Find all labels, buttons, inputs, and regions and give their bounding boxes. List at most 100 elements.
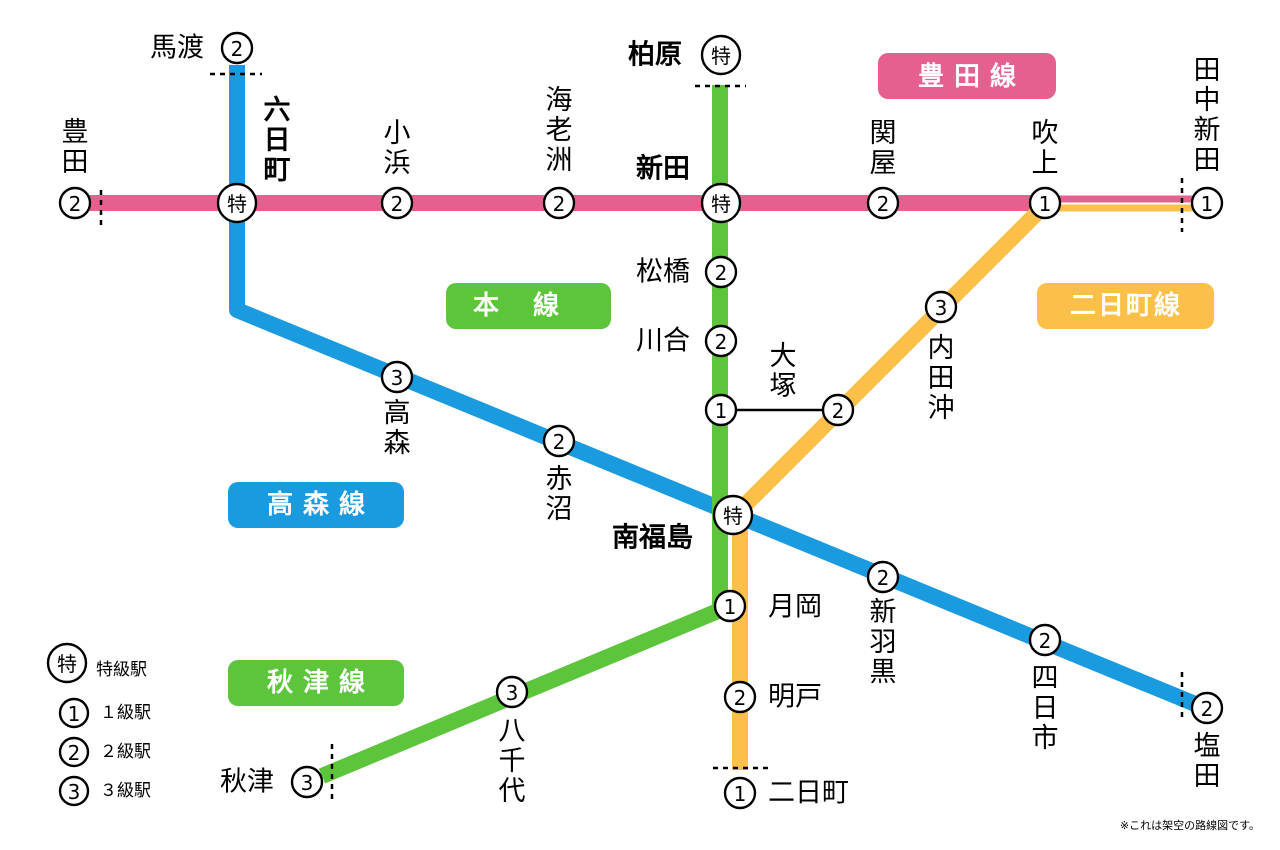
grade-2-text: 2	[715, 261, 728, 285]
station-marker-mawatari[interactable]: 2	[220, 31, 254, 65]
station-label-akitsu: 秋津	[220, 767, 274, 798]
legend-special-marker: 特	[46, 642, 88, 684]
station-label-ebisu: 海老洲	[546, 85, 573, 176]
grade-special-text: 特	[723, 504, 743, 528]
legend-special-label: 特級駅	[96, 660, 147, 680]
station-marker-akedo[interactable]: 2	[723, 680, 757, 714]
grade-3-text: 3	[506, 681, 519, 705]
legend-g3-marker: 3	[58, 775, 90, 807]
futsukamachi-line-badge-label: 二日町線	[1070, 290, 1182, 321]
legend-g3-label: ３級駅	[100, 781, 151, 801]
station-label-akedo: 明戸	[768, 682, 822, 713]
grade-special-text: 特	[57, 652, 77, 676]
station-marker-takamori[interactable]: 3	[380, 360, 414, 394]
station-label-futsukamachi: 二日町	[768, 778, 849, 809]
grade-special-text: 特	[227, 192, 247, 216]
station-label-shioda: 塩田	[1194, 731, 1221, 792]
station-marker-akanuma[interactable]: 2	[542, 424, 576, 458]
grade-1-text: 1	[724, 595, 737, 619]
station-label-fukiage: 吹上	[1032, 118, 1059, 179]
grade-2-text: 2	[1201, 697, 1214, 721]
station-label-akanuma: 赤沼	[546, 464, 573, 525]
toyota-line-badge: 豊田線	[878, 53, 1056, 99]
legend-g1-label: １級駅	[100, 703, 151, 723]
station-label-kawai: 川合	[636, 326, 690, 357]
grade-3-text: 3	[68, 780, 81, 804]
station-marker-otsuka-futsukamachi[interactable]: 2	[821, 393, 855, 427]
legend: 特 特級駅 1 １級駅 2 ２級駅 3 ３級駅	[46, 642, 151, 807]
station-marker-yachiyo[interactable]: 3	[495, 675, 529, 709]
station-label-yachiyo: 八千代	[499, 716, 526, 807]
station-marker-ebisu[interactable]: 2	[542, 186, 576, 220]
station-marker-minamifukushima[interactable]: 特	[712, 494, 754, 536]
hon-line-badge-label: 本線	[473, 290, 593, 321]
fictional-map-note: ※これは架空の路線図です。	[1120, 818, 1260, 832]
akitsu-line-badge-label: 秋津線	[267, 667, 375, 698]
grade-1-text: 1	[68, 702, 81, 726]
station-marker-nitta[interactable]: 特	[700, 182, 742, 224]
station-label-minamifukushima: 南福島	[612, 523, 693, 554]
grade-1-text: 1	[734, 782, 747, 806]
station-label-uchidaoki: 内田沖	[928, 333, 955, 424]
grade-2-text: 2	[553, 192, 566, 216]
stations-layer: 2 特 2 2 特 2 1 1 2 3 2 特 2 2 2 特 2 2 1 1 …	[58, 31, 1224, 810]
grade-3-text: 3	[301, 771, 314, 795]
station-marker-futsukamachi[interactable]: 1	[723, 776, 757, 810]
grade-2-text: 2	[734, 686, 747, 710]
hon-line-badge: 本線	[446, 283, 611, 329]
grade-3-text: 3	[391, 366, 404, 390]
station-label-takamori: 高森	[384, 398, 411, 459]
grade-special-text: 特	[711, 44, 731, 68]
station-label-yokkaichi: 四日市	[1032, 663, 1059, 754]
station-label-otsuka: 大塚	[770, 341, 797, 402]
legend-g2-label: ２級駅	[100, 742, 151, 762]
grade-2-text: 2	[877, 566, 890, 590]
station-marker-fukiage[interactable]: 1	[1028, 186, 1062, 220]
station-marker-toyota[interactable]: 2	[58, 186, 92, 220]
station-marker-kohama[interactable]: 2	[380, 186, 414, 220]
terminal-marks	[99, 72, 1184, 800]
station-label-kashiwabara: 柏原	[628, 40, 682, 71]
station-marker-matsuhashi[interactable]: 2	[704, 255, 738, 289]
station-marker-tsukioka[interactable]: 1	[713, 589, 747, 623]
grade-2-text: 2	[68, 741, 81, 765]
line-badges: 豊田線 本線 二日町線 高森線 秋津線	[228, 53, 1214, 706]
station-label-muika: 六日町	[264, 95, 291, 186]
grade-1-text: 1	[1201, 192, 1214, 216]
akitsu-line-badge: 秋津線	[228, 660, 404, 706]
station-marker-muika[interactable]: 特	[216, 182, 258, 224]
station-label-toyota: 豊田	[62, 117, 89, 178]
station-label-tanaka-nitta: 田中新田	[1194, 55, 1221, 176]
grade-2-text: 2	[553, 430, 566, 454]
grade-1-text: 1	[1039, 192, 1052, 216]
station-marker-shioda[interactable]: 2	[1190, 691, 1224, 725]
station-marker-kashiwabara[interactable]: 特	[700, 34, 742, 76]
station-marker-otsuka-hon[interactable]: 1	[704, 393, 738, 427]
station-label-tsukioka: 月岡	[768, 592, 822, 623]
grade-2-text: 2	[69, 192, 82, 216]
toyota-line-badge-label: 豊田線	[918, 61, 1026, 92]
station-label-shinhaguro: 新羽黒	[870, 597, 897, 688]
grade-2-text: 2	[231, 37, 244, 61]
station-marker-akitsu[interactable]: 3	[290, 765, 324, 799]
station-label-sekiya: 関屋	[870, 118, 897, 179]
station-marker-shinhaguro[interactable]: 2	[866, 560, 900, 594]
station-marker-kawai[interactable]: 2	[704, 324, 738, 358]
grade-3-text: 3	[935, 296, 948, 320]
station-marker-yokkaichi[interactable]: 2	[1028, 623, 1062, 657]
grade-2-text: 2	[832, 399, 845, 423]
station-label-kohama: 小浜	[384, 118, 411, 179]
legend-g2-marker: 2	[58, 736, 90, 768]
labels-layer: 馬渡 柏原 新田 松橋 川合 南福島 月岡 明戸 二日町 秋津 豊田 六日町 小…	[62, 33, 1221, 809]
grade-special-text: 特	[711, 192, 731, 216]
grade-1-text: 1	[715, 399, 728, 423]
takamori-line-badge: 高森線	[228, 482, 404, 528]
legend-g1-marker: 1	[58, 697, 90, 729]
station-marker-uchidaoki[interactable]: 3	[924, 290, 958, 324]
grade-2-text: 2	[715, 330, 728, 354]
grade-2-text: 2	[391, 192, 404, 216]
station-marker-sekiya[interactable]: 2	[866, 186, 900, 220]
station-marker-tanaka-nitta[interactable]: 1	[1190, 186, 1224, 220]
